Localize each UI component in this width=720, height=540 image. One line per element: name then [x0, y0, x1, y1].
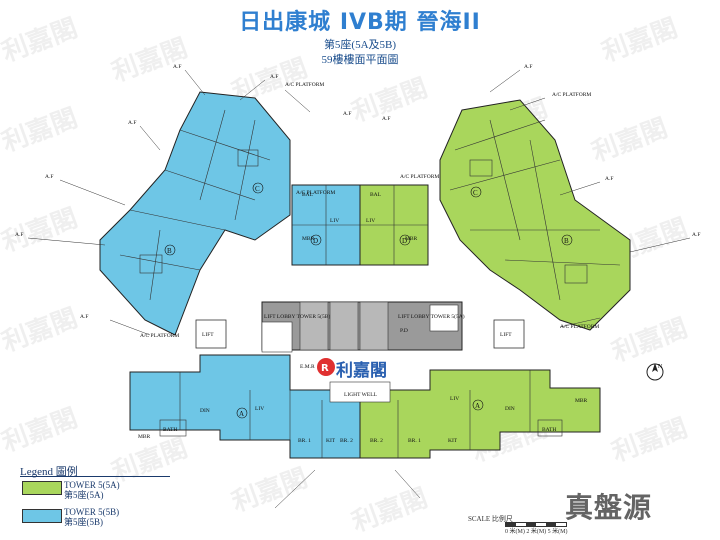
flat-marker-a: A: [475, 402, 480, 410]
plan-label-ac-platform: A/C PLATFORM: [140, 333, 179, 339]
plan-label-group: A.F A.F A/C PLATFORM A.F A.F A.F A.F A/C…: [15, 64, 700, 444]
liv-label: LIV: [366, 218, 375, 224]
central-core: [195, 301, 525, 353]
plan-label-af: A.F: [128, 120, 136, 126]
emr-label: E.M.R: [300, 364, 315, 370]
kit-label: KIT: [326, 438, 336, 444]
legend-divider: [20, 476, 170, 477]
plan-label-af: A.F: [15, 232, 23, 238]
lift-lobby-5a-label: LIFT LOBBY TOWER 5(5A): [398, 313, 465, 320]
liv-label: LIV: [255, 406, 264, 412]
mbr-label: MBR: [405, 236, 418, 242]
flat-marker-c: C: [255, 185, 260, 193]
tower-5a-flat-a-lower: [359, 369, 601, 459]
mbr-label: MBR: [138, 434, 151, 440]
scale-bar: [505, 522, 567, 527]
flat-marker-c: C: [473, 189, 478, 197]
lift-label: LIFT: [500, 332, 512, 338]
plan-label-af: A.F: [270, 74, 278, 80]
page-title: 日出康城 IVB期 晉海II: [239, 10, 481, 35]
flat-marker-d: D: [402, 237, 407, 245]
plan-label-ac-platform: A/C PLATFORM: [285, 82, 324, 88]
leader-lines: [27, 69, 691, 509]
plan-label-af: A.F: [45, 174, 53, 180]
legend-swatch-5a: [22, 481, 62, 495]
legend-title: Legend 圖例: [20, 466, 78, 478]
flat-marker-b: B: [564, 237, 569, 245]
tower-5b-wing-upper: [99, 91, 291, 336]
bath-label: BATH: [542, 427, 556, 433]
scale-label: SCALE 比例尺: [468, 515, 513, 523]
flat-marker-a: A: [239, 410, 244, 418]
plan-label-af: A.F: [382, 116, 390, 122]
brand-logo-icon: R: [317, 358, 335, 376]
plan-label-af: A.F: [605, 176, 613, 182]
floor-subtitle: 59樓樓面平面圖: [321, 54, 399, 66]
plan-label-ac-platform: A/C PLATFORM: [400, 174, 439, 180]
flat-markers: A A B B C C D D: [164, 182, 573, 419]
tower-5a-wing-upper: [439, 99, 631, 331]
br2-label: BR. 2: [340, 438, 353, 444]
plan-label-ac-platform: A/C PLATFORM: [296, 190, 335, 196]
mbr-label: MBR: [302, 236, 315, 242]
kit-label: KIT: [448, 438, 458, 444]
tower-5a-wing-rooms: [449, 119, 621, 301]
br1-label: BR. 1: [408, 438, 421, 444]
lift-lobby-5b-label: LIFT LOBBY TOWER 5(5B): [264, 313, 330, 320]
flat-marker-b: B: [167, 247, 172, 255]
din-label: DIN: [505, 406, 515, 412]
tower-5b-wing-rooms: [119, 109, 271, 301]
compass-label: N: [658, 364, 663, 370]
plan-label-af: A.F: [173, 64, 181, 70]
br1-label: BR. 1: [298, 438, 311, 444]
legend-label-5a-zh: 第5座(5A): [64, 490, 104, 500]
bal-label: BAL: [302, 192, 314, 198]
plan-label-af: A.F: [80, 314, 88, 320]
legend-label-5b-en: TOWER 5(5B): [64, 507, 120, 517]
mbr-label: MBR: [575, 398, 588, 404]
flat-d-5a: [359, 184, 429, 266]
scale-ticks: 0 米(M) 2 米(M) 5 米(M): [505, 529, 568, 535]
legend-label-5a-en: TOWER 5(5A): [64, 480, 120, 490]
svg-text:R: R: [321, 363, 329, 374]
plan-label-ac-platform: A/C PLATFORM: [552, 92, 591, 98]
plan-label-af: A.F: [524, 64, 532, 70]
corner-logo: 真盤源: [565, 491, 653, 524]
bath-label: BATH: [163, 427, 177, 433]
legend-swatch-5b: [22, 509, 62, 523]
north-arrow-icon: N: [646, 363, 664, 381]
light-well-label: LIGHT WELL: [344, 392, 378, 398]
din-label: DIN: [200, 408, 210, 414]
brand-label: 利嘉閣: [336, 361, 387, 381]
plan-label-af: A.F: [343, 111, 351, 117]
block-subtitle: 第5座(5A及5B): [323, 39, 397, 51]
br2-label: BR. 2: [370, 438, 383, 444]
liv-label: LIV: [330, 218, 339, 224]
liv-label: LIV: [450, 396, 459, 402]
flat-marker-d: D: [313, 237, 318, 245]
flat-d-5b: [291, 184, 361, 266]
lift-label: LIFT: [202, 332, 214, 338]
plan-label-ac-platform: A/C PLATFORM: [560, 324, 599, 330]
plan-label-af: A.F: [692, 232, 700, 238]
pd-label: P.D: [400, 328, 408, 334]
legend-label-5b-zh: 第5座(5B): [64, 517, 103, 527]
bal-label: BAL: [370, 192, 382, 198]
